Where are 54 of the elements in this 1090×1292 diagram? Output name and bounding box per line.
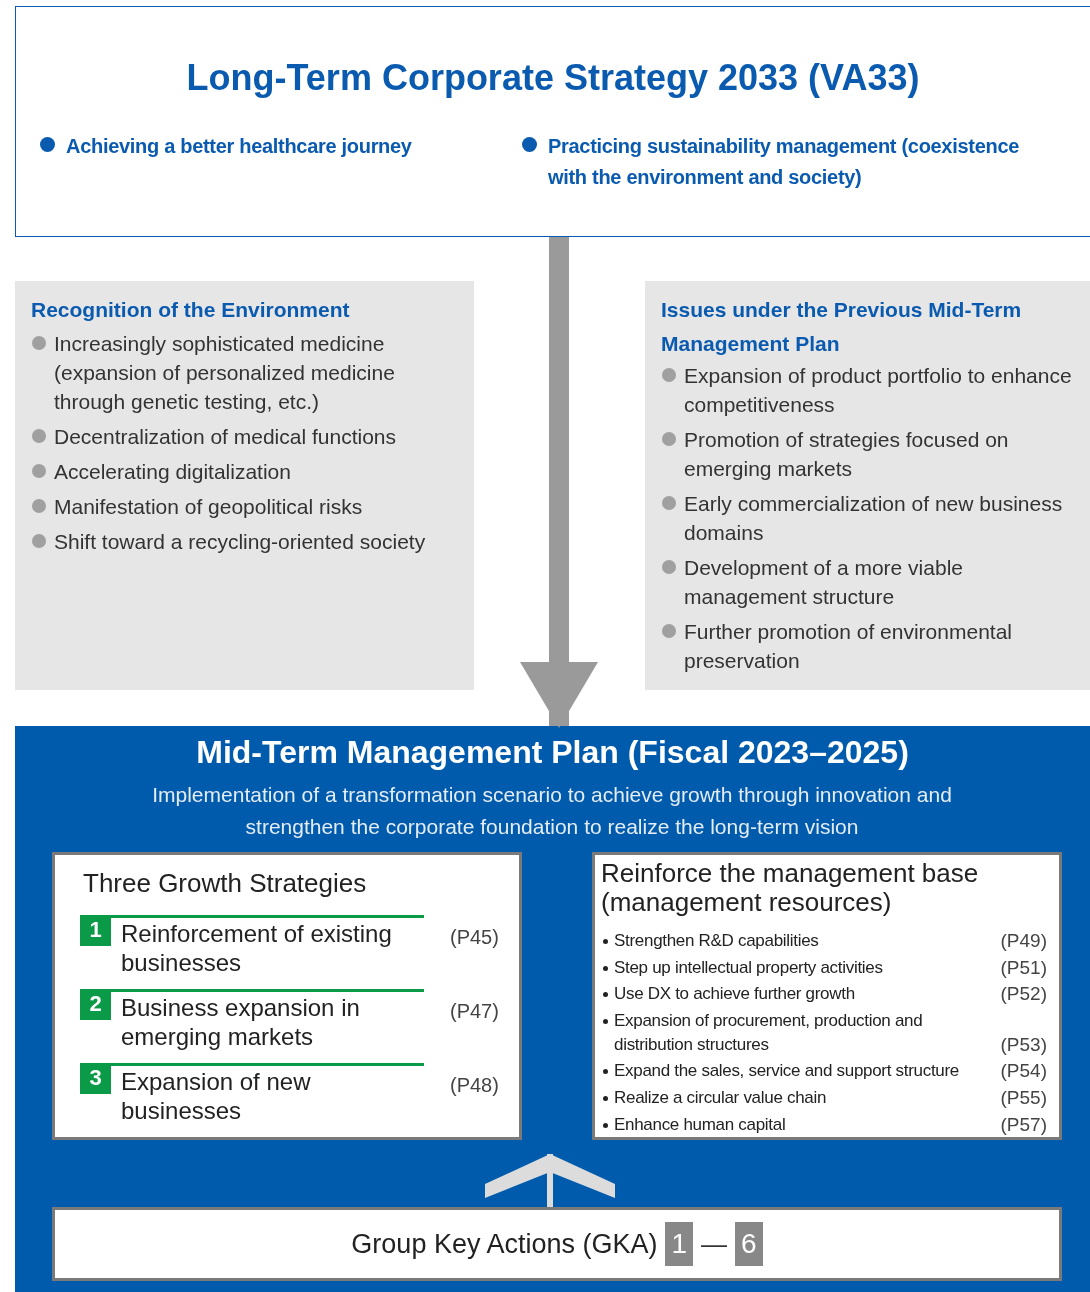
bullet-item: Promotion of strategies focused on emerging markets xyxy=(662,425,1072,483)
bullet-item: Use DX to achieve further growth xyxy=(601,982,999,1007)
number-badge: 6 xyxy=(735,1222,763,1266)
bullet-item: Development of a more viable management structure xyxy=(662,553,1072,611)
plan-title: Mid-Term Management Plan (Fiscal 2023–2025) xyxy=(195,734,910,771)
arrow xyxy=(520,237,598,728)
plan-subtitle: Implementation of a transformation scenario to achieve growth through innovation and strengthen the corporate foundation to realize the long-term vision xyxy=(151,782,953,840)
page-reference: (P53) xyxy=(1000,1032,1047,1057)
panel-heading: Issues under the Previous Mid-Term Management Plan xyxy=(661,297,1023,357)
actions-label: Group Key Actions (GKA) xyxy=(351,1228,658,1260)
bullet-point: Practicing sustainability management (coexistence with the environment and society) xyxy=(522,131,1052,193)
range-dash: — xyxy=(701,1228,728,1261)
page-reference: (P54) xyxy=(1000,1059,1047,1084)
strategy-item: Business expansion in emerging markets xyxy=(121,993,361,1051)
number-badge: 1 xyxy=(665,1222,694,1266)
bullet-item: Further promotion of environmental preservation xyxy=(662,617,1072,675)
strategy-item: Expansion of new businesses xyxy=(121,1067,312,1125)
bullet-item: Enhance human capital xyxy=(601,1112,999,1137)
page-reference: (P52) xyxy=(1000,982,1047,1007)
page-reference: (P51) xyxy=(1000,955,1047,980)
actions-bar xyxy=(52,1207,1062,1281)
panel-heading: Recognition of the Environment xyxy=(31,297,351,323)
page-reference: (P47) xyxy=(450,1000,499,1023)
bullet-item: Step up intellectual property activities xyxy=(601,955,999,980)
bullet-item: Increasingly sophisticated medicine (expansion of personalized medicine through genetic testing, etc.) xyxy=(32,329,452,416)
info-panel xyxy=(645,281,1090,690)
resource-card xyxy=(592,852,1062,1140)
number-badge: 3 xyxy=(80,1063,111,1094)
bullet-item: Expansion of product portfolio to enhance competitiveness xyxy=(662,361,1072,419)
bullet-point: Achieving a better healthcare journey xyxy=(40,131,510,161)
bullet-item: Expand the sales, service and support structure xyxy=(601,1059,999,1084)
title: Long-Term Corporate Strategy 2033 (VA33) xyxy=(185,57,921,99)
bullet-item: Strengthen R&D capabilities xyxy=(601,929,999,953)
bullet-item: Early commercialization of new business domains xyxy=(662,489,1072,547)
number-badge: 1 xyxy=(80,915,111,946)
bullet-item: Manifestation of geopolitical risks xyxy=(32,492,452,521)
bullet-item: Decentralization of medical functions xyxy=(32,422,452,451)
page-reference: (P57) xyxy=(1000,1112,1047,1137)
info-panel xyxy=(15,281,474,690)
card-heading: Reinforce the management base (management resources) xyxy=(601,859,980,917)
number-badge: 2 xyxy=(80,989,111,1020)
strategy-card xyxy=(52,852,522,1140)
card-heading: Three Growth Strategies xyxy=(83,868,367,899)
strategy-box xyxy=(15,6,1090,237)
page-reference: (P49) xyxy=(1000,929,1047,953)
bullet-item: Realize a circular value chain xyxy=(601,1086,999,1110)
bullet-item: Accelerating digitalization xyxy=(32,457,452,486)
plan-band xyxy=(15,726,1090,1292)
strategy-item: Reinforcement of existing businesses xyxy=(121,919,393,977)
bullet-item: Shift toward a recycling-oriented society xyxy=(32,527,452,556)
bullet-item: Expansion of procurement, production and distribution structures xyxy=(601,1008,999,1057)
page-reference: (P55) xyxy=(1000,1086,1047,1110)
page-reference: (P45) xyxy=(450,926,499,949)
page-reference: (P48) xyxy=(450,1074,499,1097)
